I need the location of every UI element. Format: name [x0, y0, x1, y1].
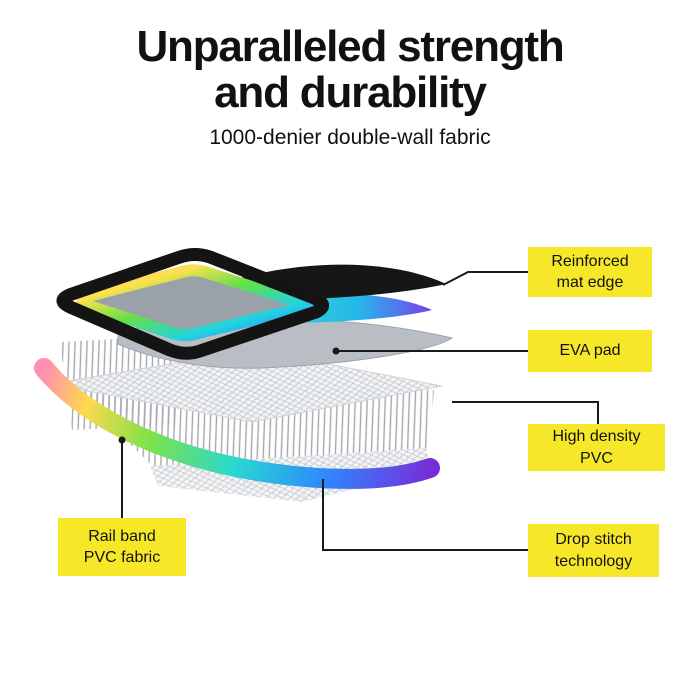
callout-high-density-pvc: High density PVC: [528, 424, 665, 471]
callout-rail-band-pvc-fabric: Rail band PVC fabric: [58, 518, 186, 576]
connector-dot-eva-pad: [332, 347, 340, 355]
mat-top-surface: [76, 264, 307, 341]
title-line-1: Unparalleled strength: [136, 22, 564, 71]
title-line-2: and durability: [214, 68, 487, 118]
connector-high-density-pvc: [452, 401, 599, 424]
callout-drop-stitch-technology: Drop stitch technology: [528, 524, 659, 577]
rail-band-layer: [34, 358, 440, 489]
subtitle: 1000-denier double-wall fabric: [209, 126, 491, 150]
mat-edge-layer: [56, 248, 329, 360]
connector-drop-stitch: [322, 479, 528, 551]
callout-reinforced-mat-edge: Reinforced mat edge: [528, 247, 652, 297]
callout-eva-pad: EVA pad: [528, 330, 652, 372]
connector-reinforced-mat-edge: [442, 271, 528, 286]
connector-dot-rail-band: [118, 436, 126, 444]
page-title: Unparalleled strength and durability: [0, 22, 700, 118]
header: Unparalleled strength and durability 100…: [0, 0, 700, 150]
